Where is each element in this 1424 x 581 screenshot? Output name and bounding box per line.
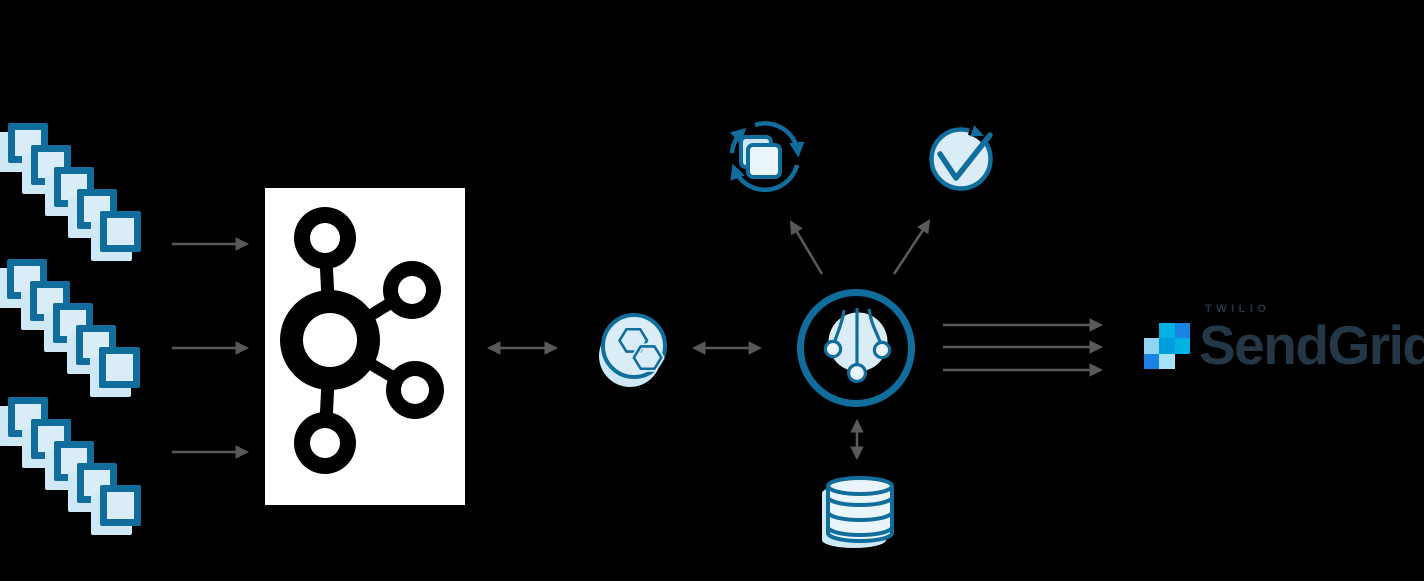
sendgrid-mark-cell <box>1174 323 1191 339</box>
pendulum-strands-icon <box>797 289 915 407</box>
sendgrid-grid-mark <box>1144 323 1191 370</box>
event-stack-3 <box>8 397 148 532</box>
message-square-icon <box>31 145 71 185</box>
checkmark-circle-icon <box>929 125 993 191</box>
kafka-node <box>265 188 465 505</box>
ksqldb-hexagon-s-icon <box>599 313 667 387</box>
message-square-icon <box>99 347 140 388</box>
event-stack-1 <box>8 123 148 258</box>
arrow-processor-replication <box>789 220 824 275</box>
message-square-icon <box>8 123 48 163</box>
sendgrid-mark-cell <box>1144 353 1160 370</box>
message-square-icon <box>100 211 141 252</box>
sendgrid-mark-cell <box>1174 338 1191 354</box>
event-stack-2 <box>7 259 147 394</box>
message-square-icon <box>77 189 117 229</box>
sendgrid-mark-cell <box>1144 338 1160 354</box>
sync-copies-icon <box>729 121 805 193</box>
copy-front-square <box>746 143 782 179</box>
sendgrid-mark-cell <box>1159 323 1175 339</box>
apache-kafka-logo <box>280 207 444 474</box>
sendgrid-wordmark: SendGrid <box>1199 314 1424 376</box>
twilio-sendgrid-logo: TWILIO SendGrid <box>1199 303 1424 378</box>
arrow-tip <box>970 125 984 137</box>
arrow-processor-validation <box>892 219 931 275</box>
sendgrid-mark-cell <box>1159 353 1175 370</box>
database-cylinder-icon <box>822 476 894 548</box>
message-square-icon <box>8 397 48 437</box>
message-square-icon <box>100 485 141 526</box>
sendgrid-mark-cell <box>1159 338 1175 354</box>
twilio-wordmark: TWILIO <box>1205 303 1271 315</box>
